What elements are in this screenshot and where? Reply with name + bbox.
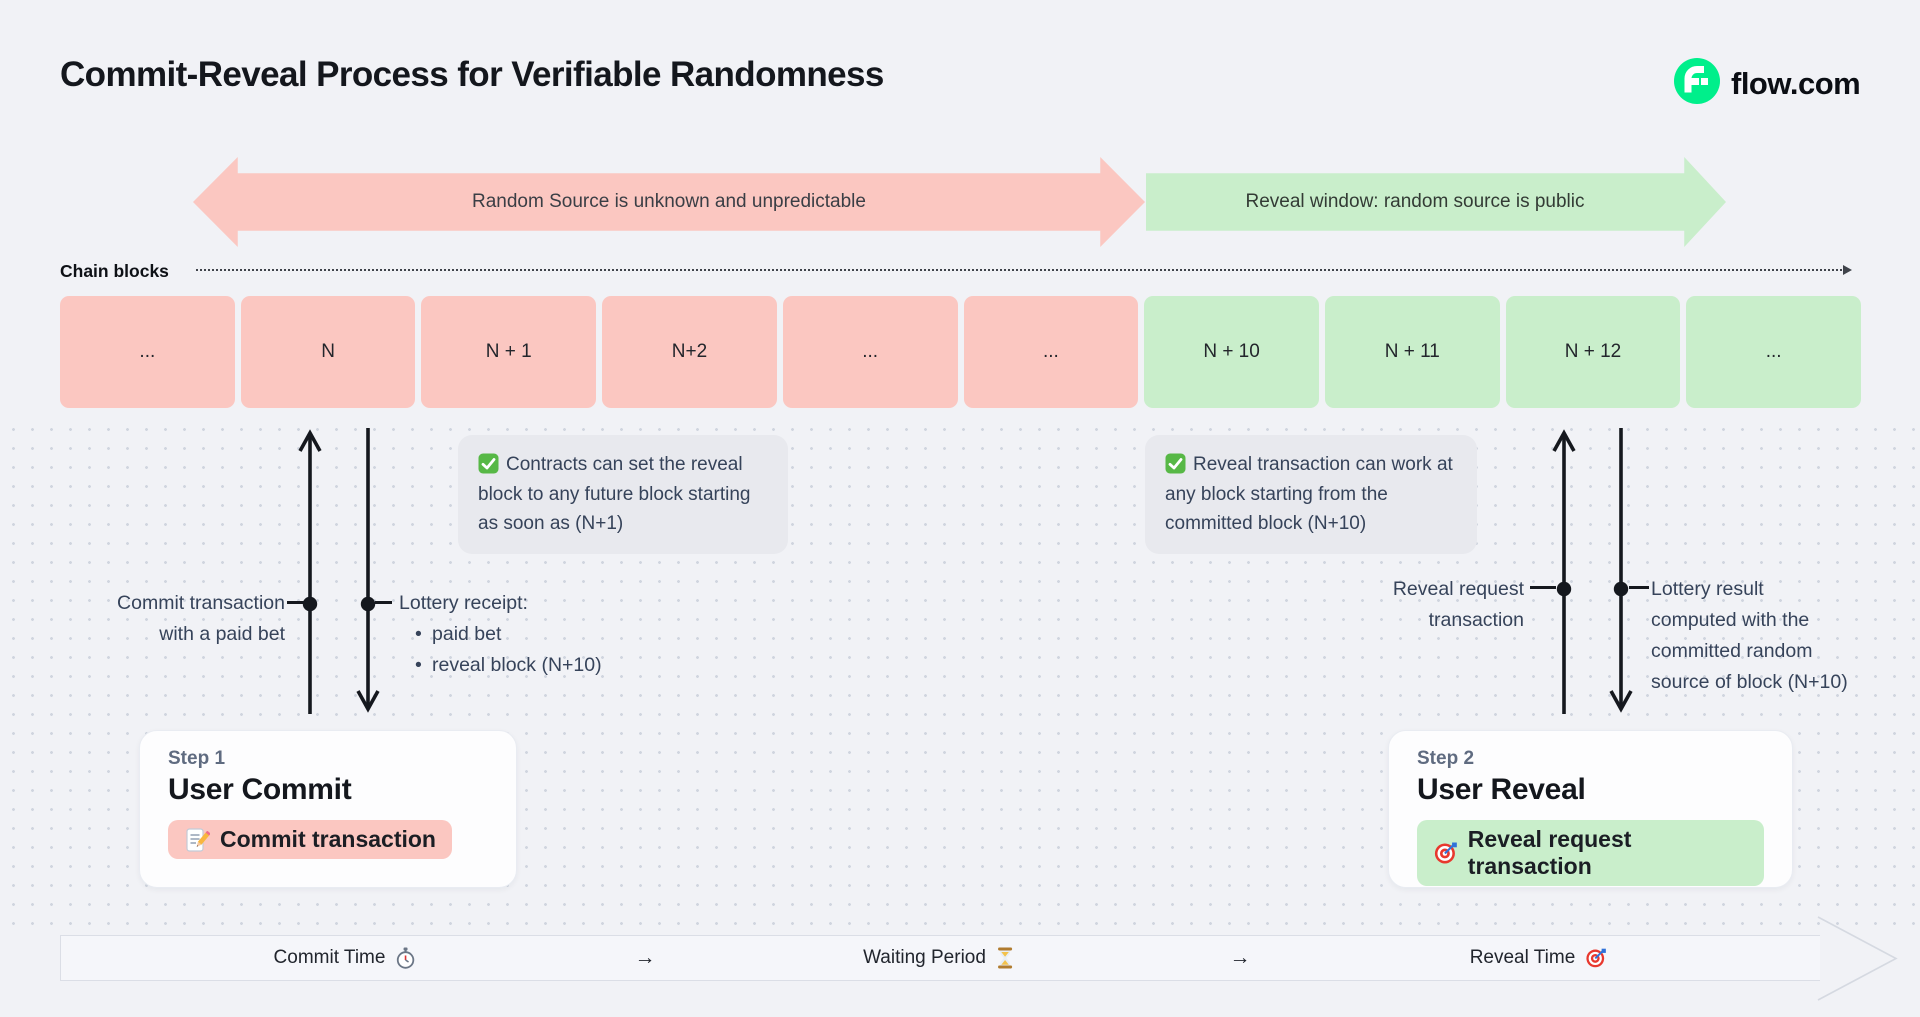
receipt-bullet: paid bet: [432, 623, 502, 645]
reveal-request-label: Reveal request transaction: [1392, 578, 1524, 631]
reveal-phase-label: Reveal window: random source is public: [1245, 191, 1585, 212]
result-down-arrow-icon: [1609, 428, 1633, 713]
reveal-note-text: Reveal transaction can work at any block…: [1165, 454, 1453, 534]
chain-line-arrowhead-icon: [1843, 265, 1852, 275]
chain-blocks-row: ... N N + 1 N+2 ... ... N + 10 N + 11 N …: [60, 296, 1862, 408]
timeline-arrow: →: [634, 946, 656, 969]
reveal-note: Reveal transaction can work at any block…: [1145, 435, 1477, 554]
timeline-arrow-end-icon: [1817, 916, 1898, 1001]
brand-label: flow.com: [1731, 65, 1861, 101]
timeline-bar: [60, 935, 1820, 981]
step1-eyebrow: Step 1: [168, 748, 226, 769]
receipt-down-arrow-icon: [356, 428, 380, 713]
memo-icon: [186, 827, 210, 852]
commit-transaction-label: Commit transaction with a paid bet: [117, 592, 285, 645]
step2-title: User Reveal: [1417, 773, 1586, 806]
timeline-arrow: →: [1229, 946, 1251, 969]
chain-block: N + 1: [421, 296, 597, 408]
reveal-up-arrow-icon: [1552, 429, 1576, 714]
chain-block: ...: [60, 296, 235, 408]
check-icon: [478, 453, 499, 474]
connector-line: [287, 601, 304, 604]
step2-eyebrow: Step 2: [1417, 748, 1475, 769]
chain-block: N+2: [602, 296, 777, 408]
reveal-request-button[interactable]: Reveal request transaction: [1417, 820, 1764, 886]
commit-note: Contracts can set the reveal block to an…: [458, 435, 788, 554]
step1-title: User Commit: [168, 773, 352, 806]
hourglass-icon: [997, 947, 1012, 969]
chain-block: N + 12: [1505, 296, 1681, 408]
check-icon: [1165, 453, 1186, 474]
commit-note-text: Contracts can set the reveal block to an…: [478, 454, 751, 534]
chain-block: ...: [963, 296, 1139, 408]
reveal-phase-arrow: Reveal window: random source is public: [1146, 157, 1726, 247]
timeline-waiting-period: Waiting Period: [863, 935, 1015, 981]
commit-up-arrow-icon: [298, 429, 322, 714]
flow-brand-link[interactable]: flow.com: [1674, 58, 1861, 109]
flow-logo-icon: [1674, 58, 1720, 109]
lottery-receipt-label: Lottery receipt: paid bet reveal block (…: [399, 588, 679, 681]
chain-block: ...: [1686, 296, 1862, 408]
timeline-commit-time: Commit Time: [274, 935, 417, 981]
chain-block: ...: [782, 296, 958, 408]
commit-transaction-button[interactable]: Commit transaction: [168, 820, 452, 859]
connector-line: [1629, 586, 1649, 589]
connector-line: [375, 601, 392, 604]
step2-card: Step 2 User Reveal Reveal request transa…: [1388, 730, 1793, 888]
commit-phase-arrow: Random Source is unknown and unpredictab…: [193, 157, 1145, 247]
receipt-bullet: reveal block (N+10): [432, 654, 602, 676]
step1-card: Step 1 User Commit Commit transaction: [139, 730, 517, 888]
page-title: Commit-Reveal Process for Verifiable Ran…: [60, 55, 884, 94]
commit-phase-label: Random Source is unknown and unpredictab…: [472, 191, 866, 212]
timeline-reveal-time: Reveal Time: [1470, 935, 1607, 981]
chain-block: N + 11: [1324, 296, 1500, 408]
target-icon: [1585, 948, 1606, 968]
stopwatch-icon: [396, 947, 415, 969]
chain-dotted-line: [196, 269, 1842, 271]
chain-block: N: [240, 296, 416, 408]
lottery-result-label: Lottery result computed with the committ…: [1651, 578, 1848, 693]
chain-blocks-label: Chain blocks: [60, 261, 169, 281]
reveal-button-label: Reveal request transaction: [1467, 826, 1632, 879]
connector-line: [1530, 586, 1556, 589]
lottery-receipt-title: Lottery receipt:: [399, 592, 528, 614]
commit-button-label: Commit transaction: [220, 826, 436, 852]
chain-block: N + 10: [1144, 296, 1319, 408]
target-icon: [1434, 842, 1457, 864]
